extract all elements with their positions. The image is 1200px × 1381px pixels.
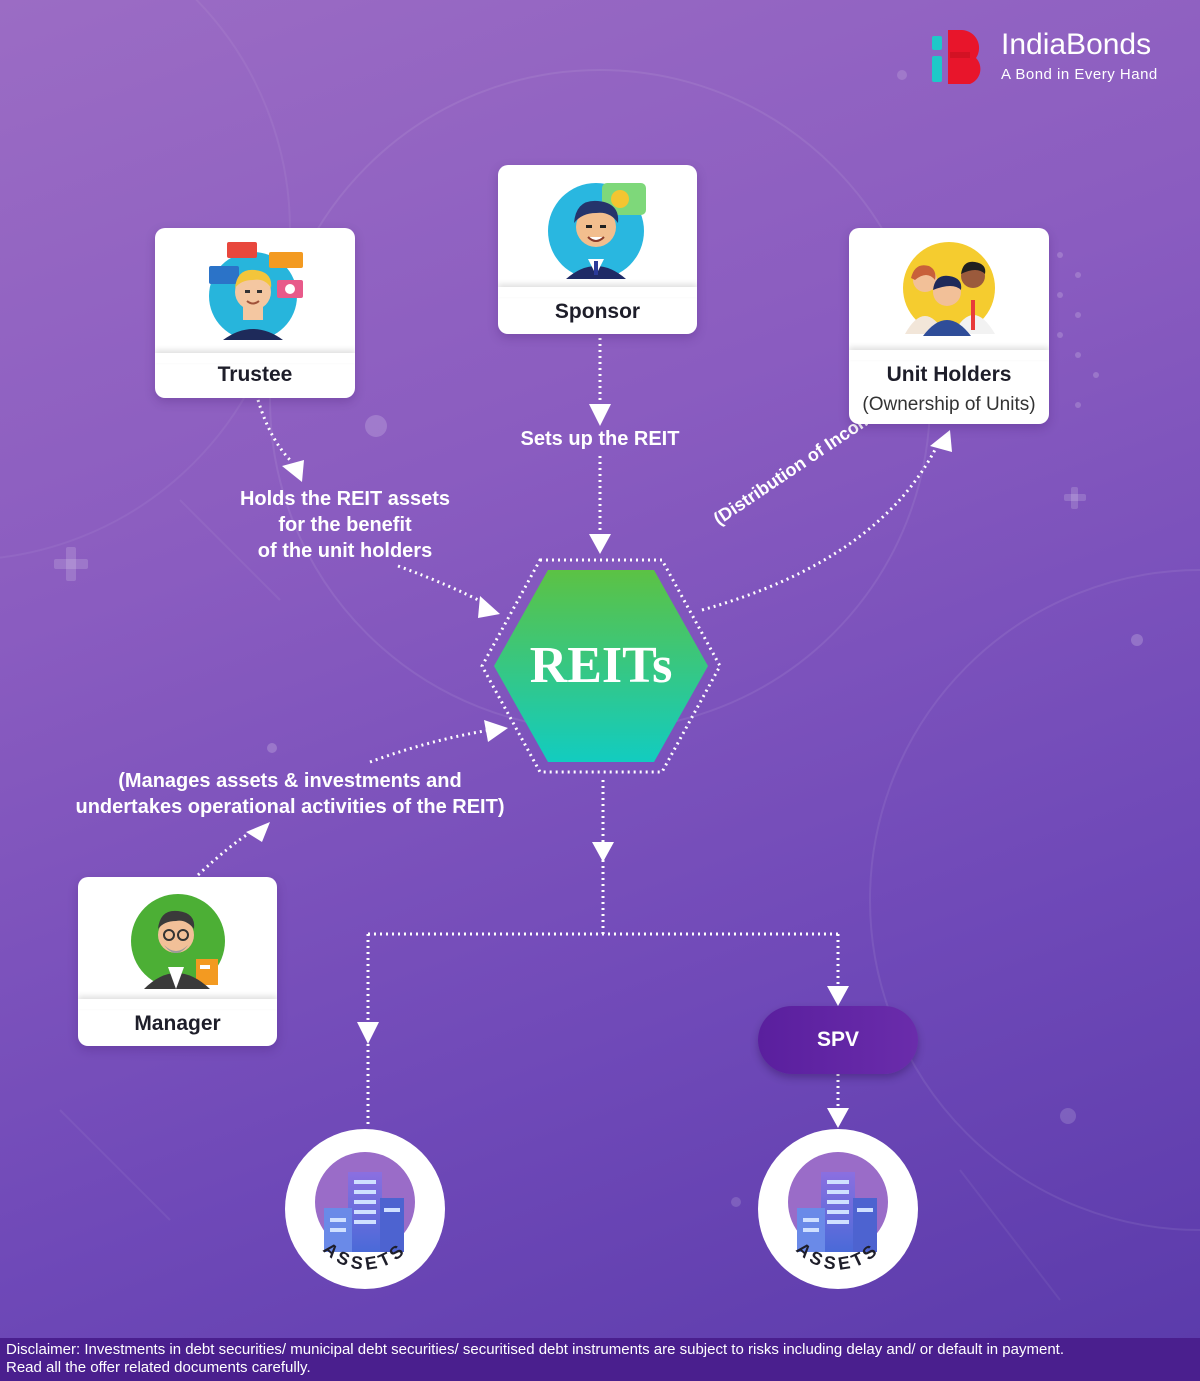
- unit-holders-group-icon: [903, 242, 995, 336]
- brand-tagline: A Bond in Every Hand: [1001, 66, 1158, 83]
- assets-right-node: ASSETS: [758, 1129, 918, 1289]
- trustee-card: Trustee: [155, 228, 355, 398]
- manager-card: Manager: [78, 877, 277, 1046]
- unit-holders-label: Unit Holders: [886, 363, 1012, 386]
- trustee-avatar-icon: [209, 242, 303, 340]
- building-icon: [797, 1172, 877, 1252]
- edge-label-sets-up: Sets up the REIT: [520, 428, 680, 450]
- building-icon: [324, 1172, 404, 1252]
- assets-left-node: ASSETS: [285, 1129, 445, 1289]
- edge-label-manages-assets: (Manages assets & investments and undert…: [75, 770, 505, 818]
- trustee-label: Trustee: [217, 363, 293, 386]
- unit-holders-card: Unit Holders (Ownership of Units): [849, 228, 1049, 424]
- manager-avatar-icon: [131, 894, 225, 989]
- sponsor-avatar-icon: [548, 183, 646, 279]
- edge-label-holds-assets: Holds the REIT assets for the benefit of…: [239, 488, 451, 562]
- disclaimer-line-2: Read all the offer related documents car…: [6, 1359, 311, 1376]
- sponsor-card: Sponsor: [498, 165, 697, 334]
- reits-hexagon: [480, 558, 722, 774]
- sponsor-label: Sponsor: [554, 300, 641, 323]
- brand-name: IndiaBonds: [1001, 28, 1152, 61]
- reits-label: REITs: [529, 637, 673, 694]
- disclaimer-line-1: Disclaimer: Investments in debt securiti…: [6, 1341, 1064, 1358]
- brand-logo-icon: [932, 30, 981, 84]
- manager-label: Manager: [134, 1012, 221, 1035]
- unit-holders-sublabel: (Ownership of Units): [862, 394, 1036, 415]
- spv-node: SPV: [758, 1006, 918, 1074]
- disclaimer-bar: Disclaimer: Investments in debt securiti…: [0, 1338, 1200, 1381]
